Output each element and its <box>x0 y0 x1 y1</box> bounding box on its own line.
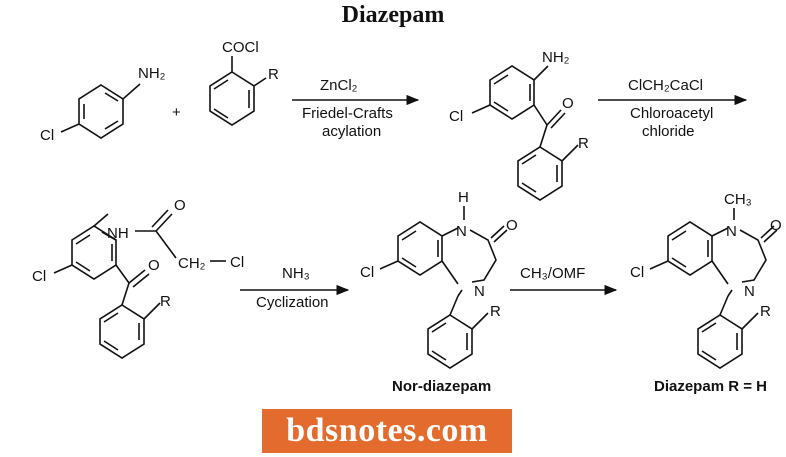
reactant-benzoyl-chloride: COCl R <box>209 39 279 126</box>
step2-condition-line1: Chloroacetyl <box>630 105 713 122</box>
nordiazepam-caption: Nor-diazepam <box>392 378 491 395</box>
nor-r-label: R <box>490 303 501 320</box>
step2-condition-line2: chloride <box>642 123 695 140</box>
int1-nh2-label: NH₂ <box>542 49 570 66</box>
watermark-text: bdsnotes.com <box>286 412 488 449</box>
int1-o-label: O <box>562 95 574 112</box>
nor-o-label: O <box>506 217 518 234</box>
watermark-banner: bdsnotes.com <box>262 409 512 453</box>
int2-ketone-o-label: O <box>148 257 160 274</box>
dz-cl-label: Cl <box>630 264 644 281</box>
intermediate-aminobenzophenone: NH₂ Cl O R <box>449 49 589 201</box>
int2-nh-label: NH <box>107 225 129 242</box>
step3-arrow: NH₃ Cyclization <box>240 265 350 311</box>
step1-reagent: ZnCl₂ <box>320 77 358 94</box>
step1-condition-line2: acylation <box>322 123 381 140</box>
diazepam-caption: Diazepam R = H <box>654 378 767 395</box>
intermediate-chloroacetamide: NH O CH₂ Cl Cl O R <box>32 197 244 359</box>
step3-reagent: NH₃ <box>282 265 310 282</box>
step4-arrow: CH₃/OMF <box>510 265 618 296</box>
nordiazepam-structure: H N O N Cl R Nor-diazepam <box>360 189 518 395</box>
int2-amide-o-label: O <box>174 197 186 214</box>
amine-label: NH₂ <box>138 65 166 82</box>
int1-r-label: R <box>578 135 589 152</box>
page-title: Diazepam <box>341 2 445 28</box>
int2-r-label: R <box>160 293 171 310</box>
step1-arrow: ZnCl₂ Friedel-Crafts acylation <box>292 77 420 140</box>
int1-cl-label: Cl <box>449 108 463 125</box>
nor-cl-label: Cl <box>360 264 374 281</box>
dz-ch3-label: CH₃ <box>724 191 752 208</box>
int2-ring-cl-label: Cl <box>32 268 46 285</box>
nor-h-label: H <box>458 189 469 206</box>
nor-n4-label: N <box>474 283 485 300</box>
int2-chain-cl-label: Cl <box>230 254 244 271</box>
diazepam-structure: CH₃ N O N Cl R Diazepam R = H <box>630 191 782 395</box>
dz-r-label: R <box>760 303 771 320</box>
step1-condition-line1: Friedel-Crafts <box>302 105 393 122</box>
nor-n1-label: N <box>456 223 467 240</box>
step2-arrow: ClCH₂CaCl Chloroacetyl chloride <box>598 77 748 140</box>
step3-condition: Cyclization <box>256 294 329 311</box>
step2-reagent: ClCH₂CaCl <box>628 77 703 94</box>
dz-n1-label: N <box>726 223 737 240</box>
chloro-label: Cl <box>40 127 54 144</box>
dz-n4-label: N <box>744 283 755 300</box>
r-group-label: R <box>268 66 279 83</box>
reactant-4-chloroaniline: NH₂ Cl <box>40 65 166 144</box>
acyl-chloride-label: COCl <box>222 39 259 56</box>
step4-reagent: CH₃/OMF <box>520 265 585 282</box>
dz-o-label: O <box>770 217 782 234</box>
int2-ch2-label: CH₂ <box>178 255 206 272</box>
plus-sign: + <box>172 104 181 121</box>
